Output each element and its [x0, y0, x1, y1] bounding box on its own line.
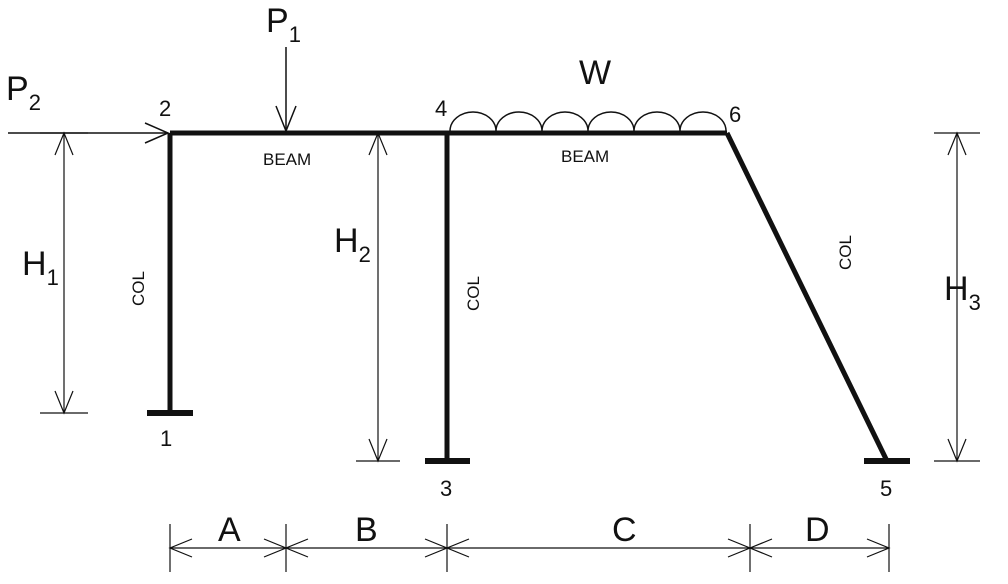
distributed-load-w — [449, 111, 727, 132]
span-a-label: A — [218, 511, 241, 549]
dimension-h1 — [40, 131, 88, 415]
column-right-label: COL — [835, 235, 855, 270]
span-d-label: D — [805, 511, 830, 549]
span-b-label: B — [355, 511, 378, 549]
height-h3-label: H3 — [944, 270, 981, 315]
dimension-h2 — [356, 131, 400, 463]
node-label-6: 6 — [729, 102, 742, 127]
height-h2-label: H2 — [334, 222, 371, 267]
node-label-1: 1 — [160, 426, 173, 451]
column-middle-label: COL — [463, 276, 483, 311]
dimension-h3 — [934, 131, 980, 463]
beam-right-label: BEAM — [561, 147, 610, 166]
load-p2-label: P2 — [6, 70, 41, 115]
node-label-2: 2 — [159, 96, 172, 121]
load-p1-label: P1 — [266, 2, 301, 47]
height-h1-label: H1 — [22, 245, 59, 290]
span-c-label: C — [612, 511, 637, 549]
column-left-label: COL — [128, 271, 148, 306]
node-label-3: 3 — [440, 476, 453, 501]
node-label-4: 4 — [435, 96, 448, 121]
load-w-label: W — [579, 54, 612, 92]
node-label-5: 5 — [880, 476, 893, 501]
beam-left-label: BEAM — [263, 150, 312, 169]
load-p1-arrow — [275, 47, 297, 134]
column-5-6 — [724, 131, 890, 463]
dimension-spans — [168, 524, 891, 572]
